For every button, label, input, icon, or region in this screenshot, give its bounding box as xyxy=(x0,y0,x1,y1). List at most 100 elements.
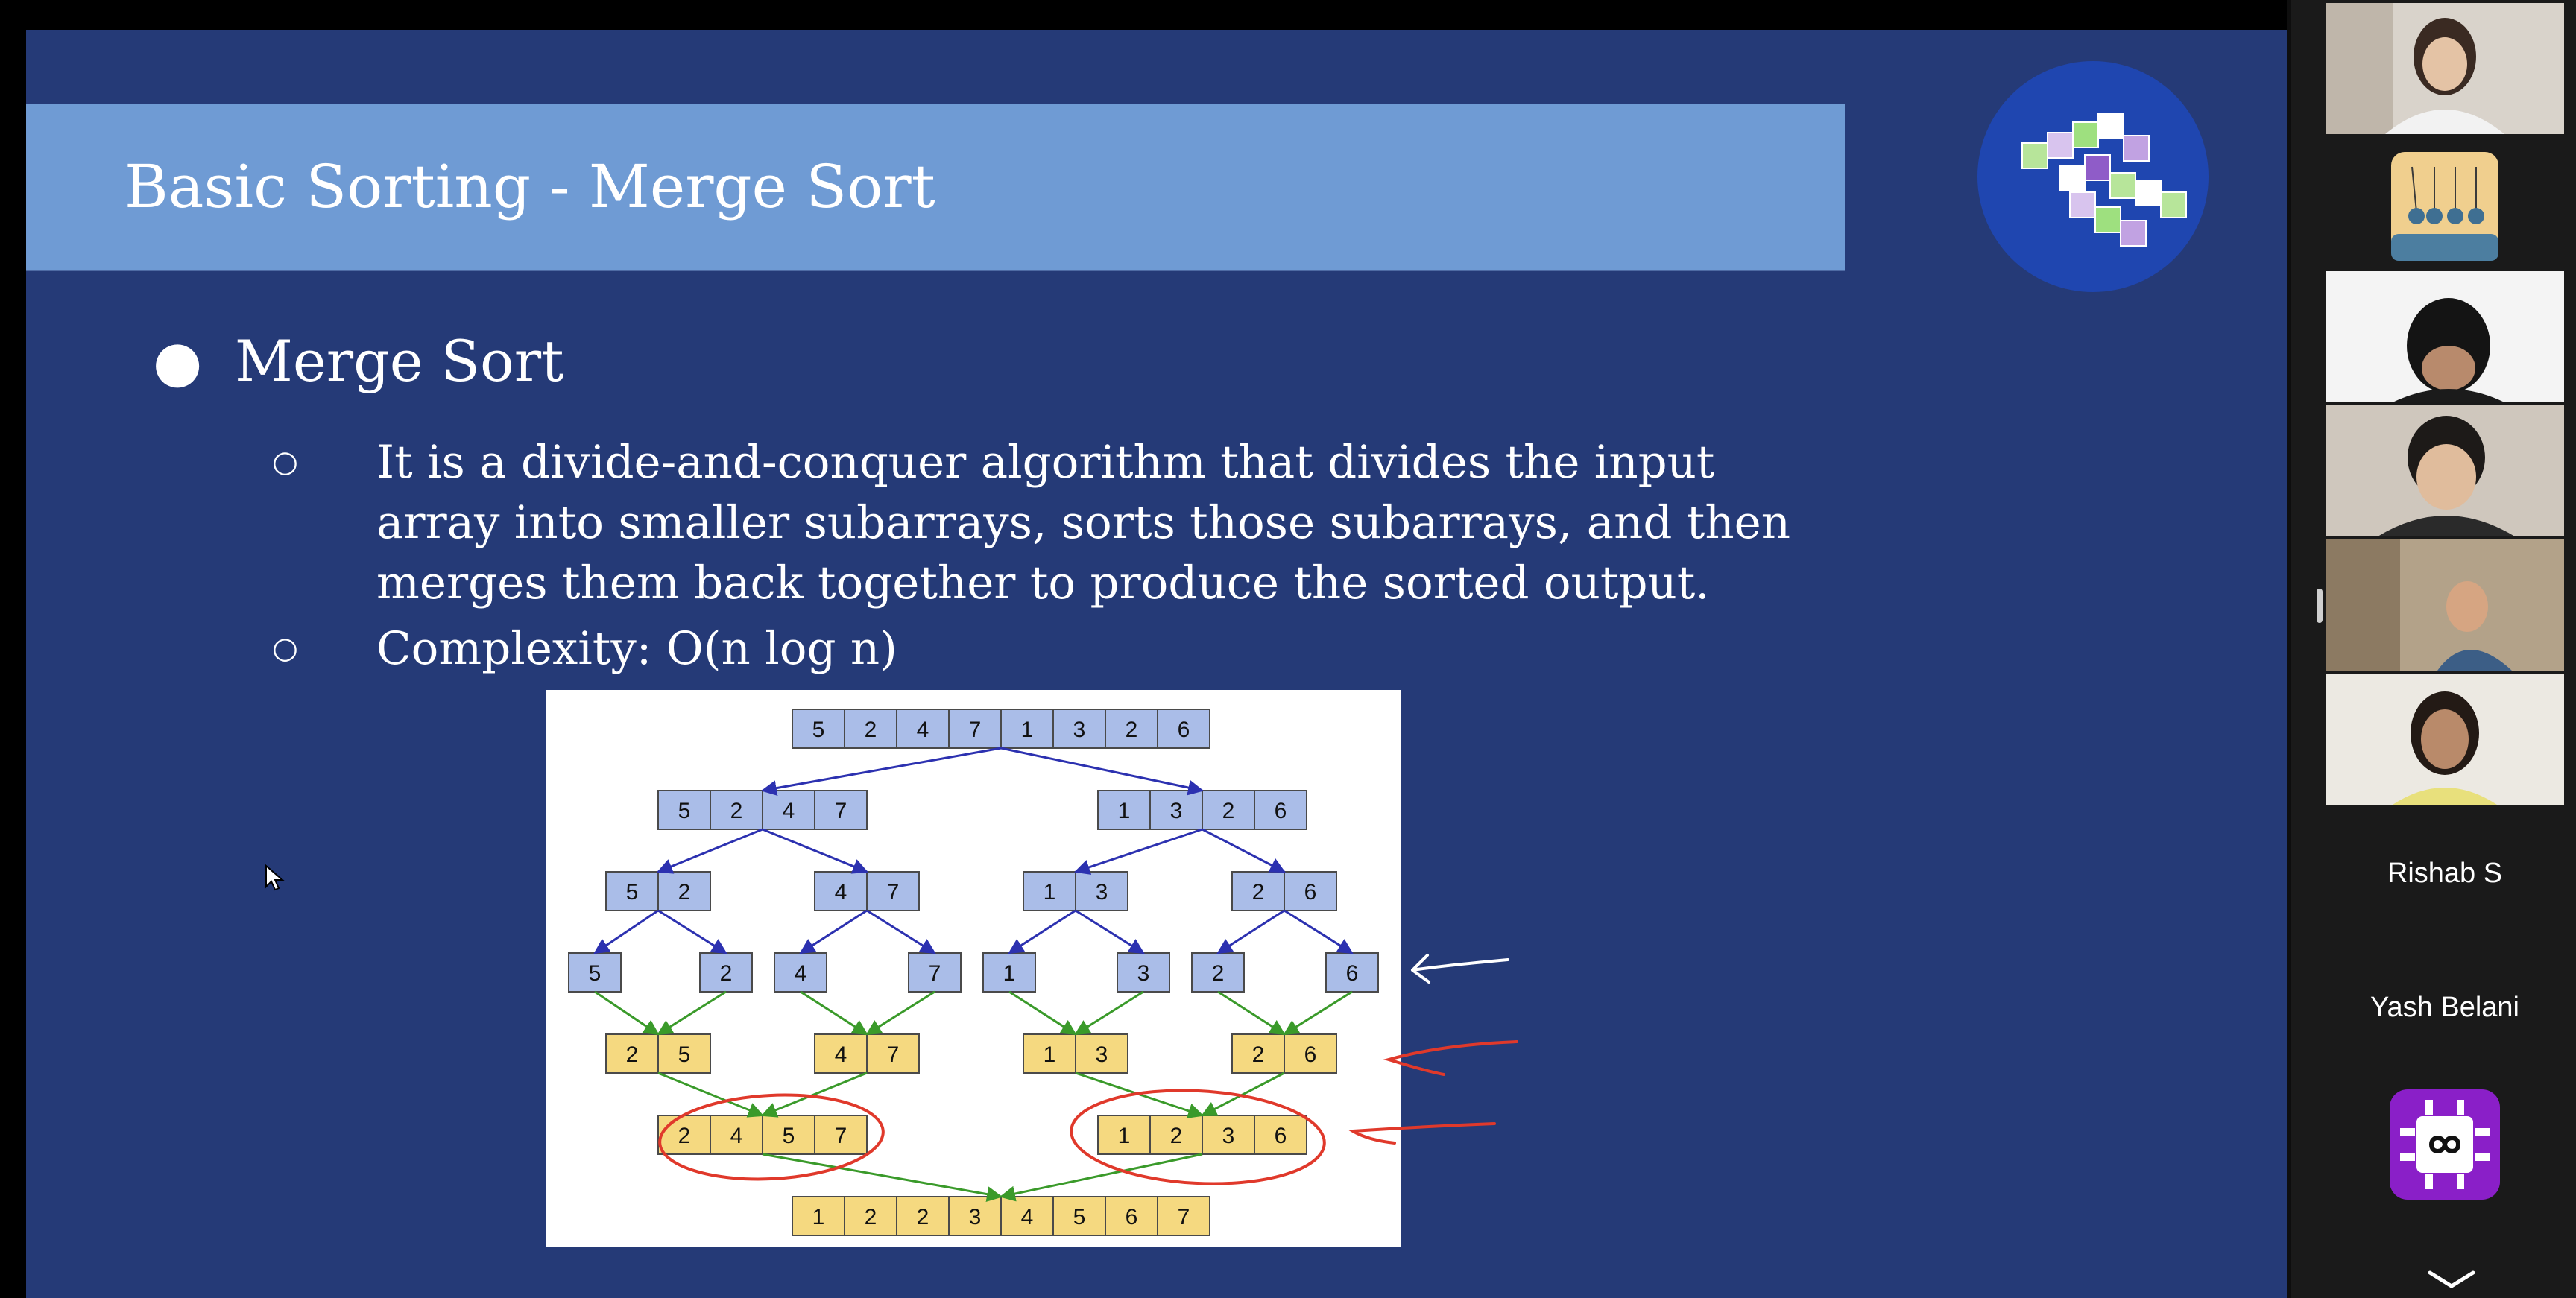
array-cell-value: 4 xyxy=(795,961,807,986)
array-cell-value: 3 xyxy=(1137,961,1150,986)
array-cell xyxy=(866,871,920,911)
participant-tile[interactable] xyxy=(2326,539,2564,671)
array-cell-value: 5 xyxy=(589,961,602,986)
array-cell-value: 4 xyxy=(1021,1205,1034,1229)
array-cell xyxy=(1202,790,1255,830)
participant-name-tile[interactable]: Rishab S xyxy=(2326,808,2564,939)
array-cell-value: 1 xyxy=(1044,880,1056,905)
array-cell xyxy=(657,1033,711,1074)
array-cell-value: 4 xyxy=(835,1042,847,1067)
diagram-arrow xyxy=(1008,990,1077,1036)
diagram-arrow xyxy=(1216,909,1285,954)
array-cell-value: 5 xyxy=(1073,1205,1086,1229)
participant-tile[interactable] xyxy=(2326,271,2564,402)
array-cell xyxy=(844,709,897,749)
chevron-down-icon[interactable] xyxy=(2425,1267,2478,1292)
array-cell xyxy=(792,1196,845,1236)
array-cell-value: 2 xyxy=(626,1042,639,1067)
array-cell xyxy=(762,790,815,830)
array-cell xyxy=(866,1033,920,1074)
array-cell-value: 1 xyxy=(812,1205,825,1229)
diagram-arrow xyxy=(1202,828,1286,873)
array-cell-value: 5 xyxy=(678,799,691,823)
participant-name: Rishab S xyxy=(2387,857,2503,889)
array-cell xyxy=(1284,1033,1337,1074)
array-cell xyxy=(1052,709,1106,749)
diagram-arrow xyxy=(761,1071,868,1118)
slide-title: Basic Sorting - Merge Sort xyxy=(124,152,935,221)
participants-panel: Rishab S Yash Belani xyxy=(2287,0,2576,1298)
participant-tile[interactable] xyxy=(2326,674,2564,805)
array-cell xyxy=(982,952,1036,993)
array-cell xyxy=(1254,790,1307,830)
participant-tile[interactable] xyxy=(2326,3,2564,134)
sub-bullet-ring: ○ xyxy=(272,631,298,665)
array-group: 1 xyxy=(982,952,1036,993)
array-cell-value: 7 xyxy=(969,718,982,742)
array-cell-value: 2 xyxy=(1222,799,1235,823)
array-cell-value: 2 xyxy=(1252,880,1265,905)
array-cell-value: 3 xyxy=(1096,880,1108,905)
array-group: 6 xyxy=(1325,952,1379,993)
participant-tile[interactable] xyxy=(2326,405,2564,536)
diagram-arrow xyxy=(657,828,763,874)
person-video-icon xyxy=(2326,674,2564,805)
array-group: 7 xyxy=(908,952,962,993)
array-cell xyxy=(814,790,868,830)
array-cell-value: 4 xyxy=(730,1124,743,1148)
array-cell-value: 3 xyxy=(1170,799,1183,823)
participant-name-tile[interactable]: Yash Belani xyxy=(2326,942,2564,1073)
bullet-text: Merge Sort xyxy=(235,328,564,394)
array-cell xyxy=(1105,1196,1158,1236)
array-cell xyxy=(948,709,1002,749)
array-cell-value: 5 xyxy=(678,1042,691,1067)
array-cell-value: 7 xyxy=(887,1042,900,1067)
array-cell xyxy=(814,871,868,911)
array-cell-value: 4 xyxy=(835,880,847,905)
diagram-arrow xyxy=(1201,1071,1285,1117)
array-cell-value: 3 xyxy=(969,1205,982,1229)
diagram-arrow xyxy=(1074,990,1144,1036)
array-cell-value: 3 xyxy=(1096,1042,1108,1067)
bullet-dot: ● xyxy=(153,328,203,394)
array-cell-value: 3 xyxy=(1222,1124,1235,1148)
participant-tile[interactable] xyxy=(2326,137,2564,268)
array-cell-value: 2 xyxy=(865,1205,877,1229)
infinity-chip-icon xyxy=(2390,1089,2500,1200)
sub-bullet-description: ○ It is a divide-and-conquer algorithm t… xyxy=(272,432,1837,618)
diagram-arrow xyxy=(1000,747,1205,796)
presentation-slide: Basic Sorting - Merge Sort ● Merge Sort … xyxy=(26,30,2287,1298)
array-cell xyxy=(1149,790,1203,830)
array-cell-value: 2 xyxy=(678,1124,691,1148)
array-cell-value: 2 xyxy=(865,718,877,742)
array-group: 4 xyxy=(774,952,827,993)
array-cell-value: 6 xyxy=(1178,718,1190,742)
array-cell xyxy=(1075,1033,1128,1074)
array-cell xyxy=(948,1196,1002,1236)
array-cell xyxy=(1000,1196,1054,1236)
array-cell xyxy=(1000,709,1054,749)
panel-resize-handle[interactable] xyxy=(2317,589,2323,623)
diagram-arrow xyxy=(799,909,868,954)
array-cell-value: 6 xyxy=(1275,799,1287,823)
array-cell-value: 2 xyxy=(1126,718,1138,742)
diagram-arrow xyxy=(1283,990,1353,1036)
diagram-arrow xyxy=(1075,909,1145,954)
array-cell-value: 1 xyxy=(1044,1042,1056,1067)
diagram-arrow xyxy=(800,990,868,1036)
array-cell xyxy=(1075,871,1128,911)
participant-tile[interactable] xyxy=(2326,1076,2564,1207)
array-cell-value: 2 xyxy=(720,961,733,986)
array-cell xyxy=(1023,871,1076,911)
array-cell-value: 6 xyxy=(1126,1205,1138,1229)
array-cell xyxy=(896,709,950,749)
array-cell xyxy=(1157,709,1210,749)
